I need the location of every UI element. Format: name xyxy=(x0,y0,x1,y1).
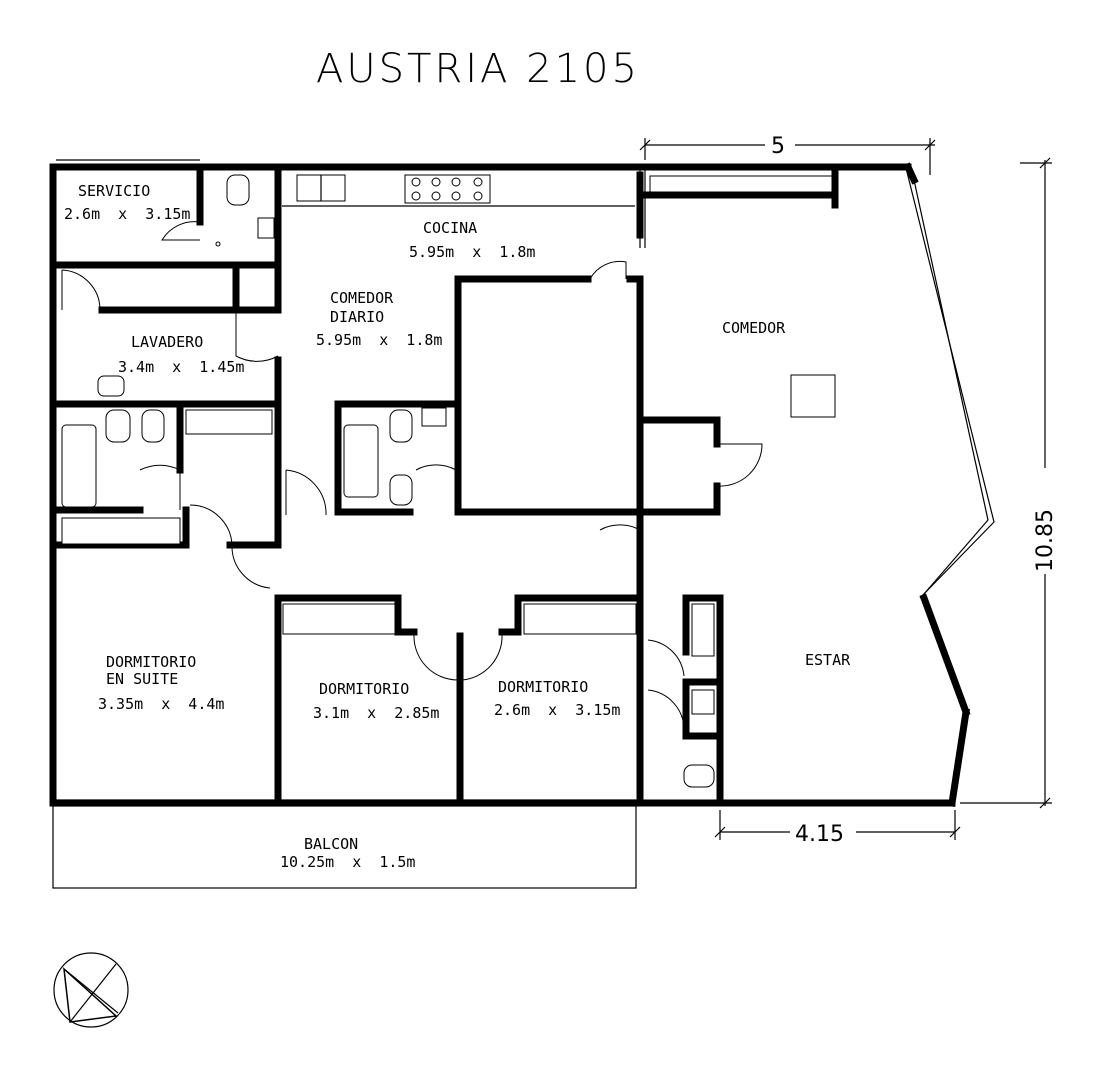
north-arrow-icon xyxy=(53,952,129,1028)
dorm1-label: DORMITORIO xyxy=(319,680,409,698)
suite-size: 3.35m x 4.4m xyxy=(98,695,224,713)
comedor-diario-size: 5.95m x 1.8m xyxy=(316,331,442,349)
balcon-size: 10.25m x 1.5m xyxy=(280,853,415,871)
lavadero-label: LAVADERO xyxy=(131,333,203,351)
dorm2-label: DORMITORIO xyxy=(498,678,588,696)
dim-right: 10.85 xyxy=(1033,509,1058,572)
plan-title: AUSTRIA 2105 xyxy=(316,46,640,92)
servicio-label: SERVICIO xyxy=(78,182,150,200)
comedor-diario-label-2: DIARIO xyxy=(330,308,384,326)
fixtures xyxy=(61,174,836,788)
dim-top: 5 xyxy=(771,134,785,159)
suite-label-1: DORMITORIO xyxy=(106,653,196,671)
comedor-label: COMEDOR xyxy=(722,319,786,337)
servicio-size: 2.6m x 3.15m xyxy=(64,205,190,223)
dorm2-size: 2.6m x 3.15m xyxy=(494,701,620,719)
room-labels: SERVICIO 2.6m x 3.15m COCINA 5.95m x 1.8… xyxy=(64,182,851,871)
comedor-diario-label-1: COMEDOR xyxy=(330,289,394,307)
balcony xyxy=(52,799,637,889)
cocina-label: COCINA xyxy=(423,219,477,237)
dorm1-size: 3.1m x 2.85m xyxy=(313,704,439,722)
estar-label: ESTAR xyxy=(805,651,851,669)
walls xyxy=(49,162,971,807)
balcon-label: BALCON xyxy=(304,835,358,853)
cocina-size: 5.95m x 1.8m xyxy=(409,243,535,261)
dimension-lines: 5 10.85 4.15 xyxy=(639,132,1058,847)
lavadero-size: 3.4m x 1.45m xyxy=(118,358,244,376)
suite-label-2: EN SUITE xyxy=(106,670,178,688)
doors xyxy=(61,221,763,731)
window-facade xyxy=(639,167,995,599)
dim-bottom: 4.15 xyxy=(795,822,844,847)
